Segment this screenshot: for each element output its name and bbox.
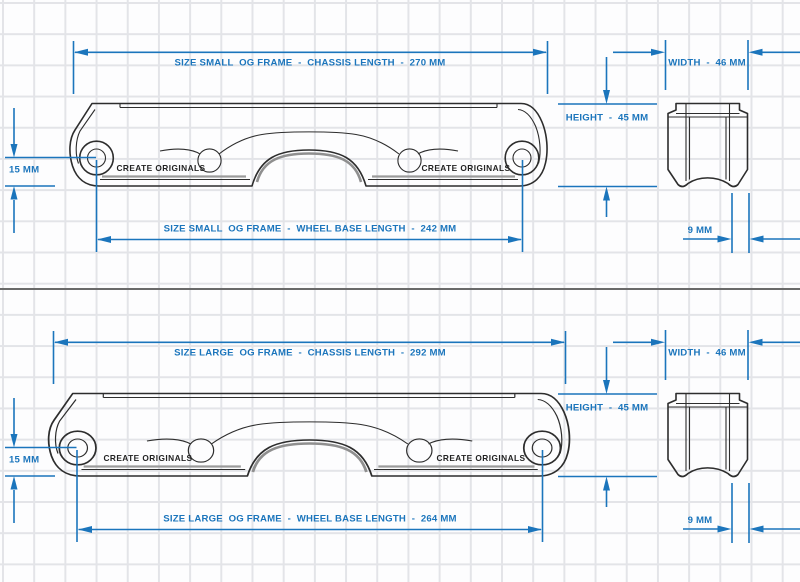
dimension-wheelbase-large: SIZE LARGE OG FRAME - WHEEL BASE LENGTH … [76,450,544,542]
arrowhead-left [74,48,88,56]
dimension-lines [5,398,77,523]
dimension-lines [558,57,657,217]
dimension-chassis-length-small: SIZE SMALL OG FRAME - CHASSIS LENGTH - 2… [72,41,549,94]
arrowhead-left [78,526,92,533]
arrowhead-up [10,476,18,490]
dimension-lines [683,193,800,253]
arrowhead-down [603,380,610,394]
arrowhead-down [10,434,18,448]
dimension-wall-small: 9 MM [683,193,800,253]
arrowhead-left [54,338,68,346]
dimension-width-small: WIDTH - 46 MM [613,40,800,90]
dimension-axle-offset-large: 15 MM [5,398,77,523]
dimension-width-large: WIDTH - 46 MM [613,330,800,380]
large-frame-section: CREATE ORIGINALS CREATE ORIGINALS SIZE L… [5,330,800,543]
large-frame-cross-section [667,392,749,478]
dimension-lines [76,450,544,542]
dimension-height-large: HEIGHT - 45 MM [558,347,657,507]
dimension-label: WIDTH - 46 MM [668,58,746,69]
dimension-axle-offset-small: 15 MM [5,108,96,233]
dimension-label: 9 MM [688,515,713,526]
dimension-label: SIZE LARGE OG FRAME - CHASSIS LENGTH - 2… [174,348,446,359]
brand-logo-text: CREATE ORIGINALS [116,163,205,173]
dimension-label: SIZE SMALL OG FRAME - WHEEL BASE LENGTH … [164,224,457,235]
dimension-lines [52,331,567,384]
dimension-label: HEIGHT - 45 MM [566,403,649,414]
small-frame-cross-section [667,102,749,188]
brand-logo-text: CREATE ORIGINALS [436,453,525,463]
dimension-lines [558,347,657,507]
dimension-height-small: HEIGHT - 45 MM [558,57,657,217]
arrowhead-right [533,48,547,56]
dimension-lines [95,160,524,252]
dimension-label: WIDTH - 46 MM [668,348,746,359]
dimension-lines [613,330,800,380]
large-frame-side-view: CREATE ORIGINALS CREATE ORIGINALS [47,392,571,478]
arrowhead-left [749,235,764,243]
brand-logo-text: CREATE ORIGINALS [103,453,192,463]
arrowhead-left [97,236,111,243]
arrowhead-right [717,525,732,533]
small-frame-section: CREATE ORIGINALS CREATE ORIGINALS SIZE S… [5,40,800,253]
dimension-lines [683,483,800,543]
brand-logo-text: CREATE ORIGINALS [421,163,510,173]
dimension-label: 15 MM [9,165,39,176]
dimension-wheelbase-small: SIZE SMALL OG FRAME - WHEEL BASE LENGTH … [95,160,524,252]
small-frame-side-view: CREATE ORIGINALS CREATE ORIGINALS [68,102,549,188]
dimension-label: HEIGHT - 45 MM [566,113,649,124]
arrowhead-right [651,338,665,346]
arrowhead-down [603,90,610,104]
arrowhead-up [603,186,610,201]
arrowhead-right [651,48,665,56]
dimension-wall-large: 9 MM [683,483,800,543]
dimension-lines [72,41,549,94]
arrowhead-left [748,48,763,56]
dimension-label: 15 MM [9,455,39,466]
arrowhead-right [508,236,522,243]
arrowhead-right [551,338,565,346]
arrowhead-up [10,186,18,200]
arrowhead-right [717,235,732,243]
dimension-lines [613,40,800,90]
dimension-label: 9 MM [688,225,713,236]
arrowhead-right [528,526,542,533]
arrowhead-up [603,476,610,491]
dimension-label: SIZE SMALL OG FRAME - CHASSIS LENGTH - 2… [174,58,445,69]
arrowhead-left [748,338,763,346]
arrowhead-left [749,525,764,533]
section-divider [0,288,800,291]
dimension-lines [5,108,96,233]
dimension-label: SIZE LARGE OG FRAME - WHEEL BASE LENGTH … [163,514,456,525]
arrowhead-down [10,144,18,158]
dimension-chassis-length-large: SIZE LARGE OG FRAME - CHASSIS LENGTH - 2… [52,331,567,384]
